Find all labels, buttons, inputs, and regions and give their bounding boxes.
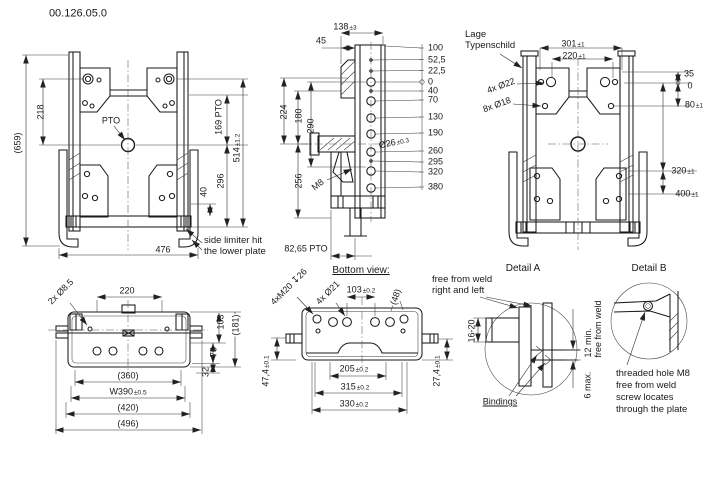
dim-80: 80±1 [684,99,704,110]
dim-301: 301±1 [561,38,585,49]
hole-coord-70: 70 [428,94,439,105]
detail-a-geometry [473,296,581,397]
dim-16-20: 16-20 [466,319,477,343]
dim-w390: W390±0.5 [109,386,147,397]
dim-320-rear: 320±1 [671,165,695,176]
dim-6max: 6 max. [582,371,593,399]
dim-330: 330±0.2 [339,398,369,409]
dim-360: (360) [117,370,139,381]
side-view-geometry [280,30,425,260]
dim-138: 138±3 [333,21,357,32]
dim-70: 70 [208,346,219,358]
hole-coord-295: 295 [428,156,444,167]
hole-coord-380: 380 [428,181,444,192]
rear-view-geometry [499,45,697,250]
dim-256: 256 [293,173,304,189]
bindings-label: Bindings [482,396,518,407]
dim-476: 476 [155,244,171,255]
dim-496: (496) [117,418,139,429]
hole-coord-190: 190 [428,127,444,138]
detail-a-title: Detail A [505,263,541,274]
dim-514: 514±1.2 [231,133,242,163]
pto-label: PTO [101,115,121,126]
dim-315: 315±0.2 [340,381,370,392]
dim-220-rear: 220±1 [562,50,586,61]
top-view-geometry [48,294,241,434]
dim-32: 32 [200,366,211,378]
dim-181: (181) [230,313,241,337]
front-view-geometry [22,51,248,259]
dim-45: 45 [315,35,327,46]
dim-400-rear: 400±1 [675,188,699,199]
dim-290: 290 [305,118,316,134]
drawing-number: 00.126.05.0 [48,7,108,20]
hole-coord-100: 100 [428,42,444,53]
dim-474: 47,4±0.1 [260,355,271,387]
dim-103-top: 103 [215,314,226,330]
dim-218: 218 [35,104,46,120]
hole-coord-0: 0 [428,76,434,87]
hole-coord-260: 260 [428,145,444,156]
dim-35: 35 [683,68,695,79]
detail-b-title: Detail B [631,263,667,274]
hole-coord-130: 130 [428,111,444,122]
note-12min-free-from-weld: 12 min. free from weld [583,300,603,358]
dim-103-bottom: 103±0.2 [346,284,376,295]
dim-8265-pto: 82,65 PTO [284,243,328,254]
dim-659: (659) [12,132,23,154]
bottom-view-geometry [271,294,453,414]
hole-coord-40: 40 [428,85,439,96]
hole-coord-22-5: 22,5 [428,65,446,75]
dim-296: 296 [215,173,226,189]
dim-40: 40 [198,186,209,198]
dim-220-top: 220 [119,285,135,296]
hole-coord-320: 320 [428,166,444,177]
bottom-view-title: Bottom view: [332,265,390,276]
dim-224: 224 [278,104,289,120]
dim-205: 205±0.2 [339,363,369,374]
dim-274: 27,4±0.1 [431,355,442,387]
dim-420: (420) [117,402,139,413]
hole-coord-52-5: 52,5 [428,54,446,64]
dim-169-pto: 169 PTO [213,99,224,135]
dim-180: 180 [293,108,304,124]
dim-0: 0 [687,80,693,91]
detail-b-geometry [610,282,688,366]
